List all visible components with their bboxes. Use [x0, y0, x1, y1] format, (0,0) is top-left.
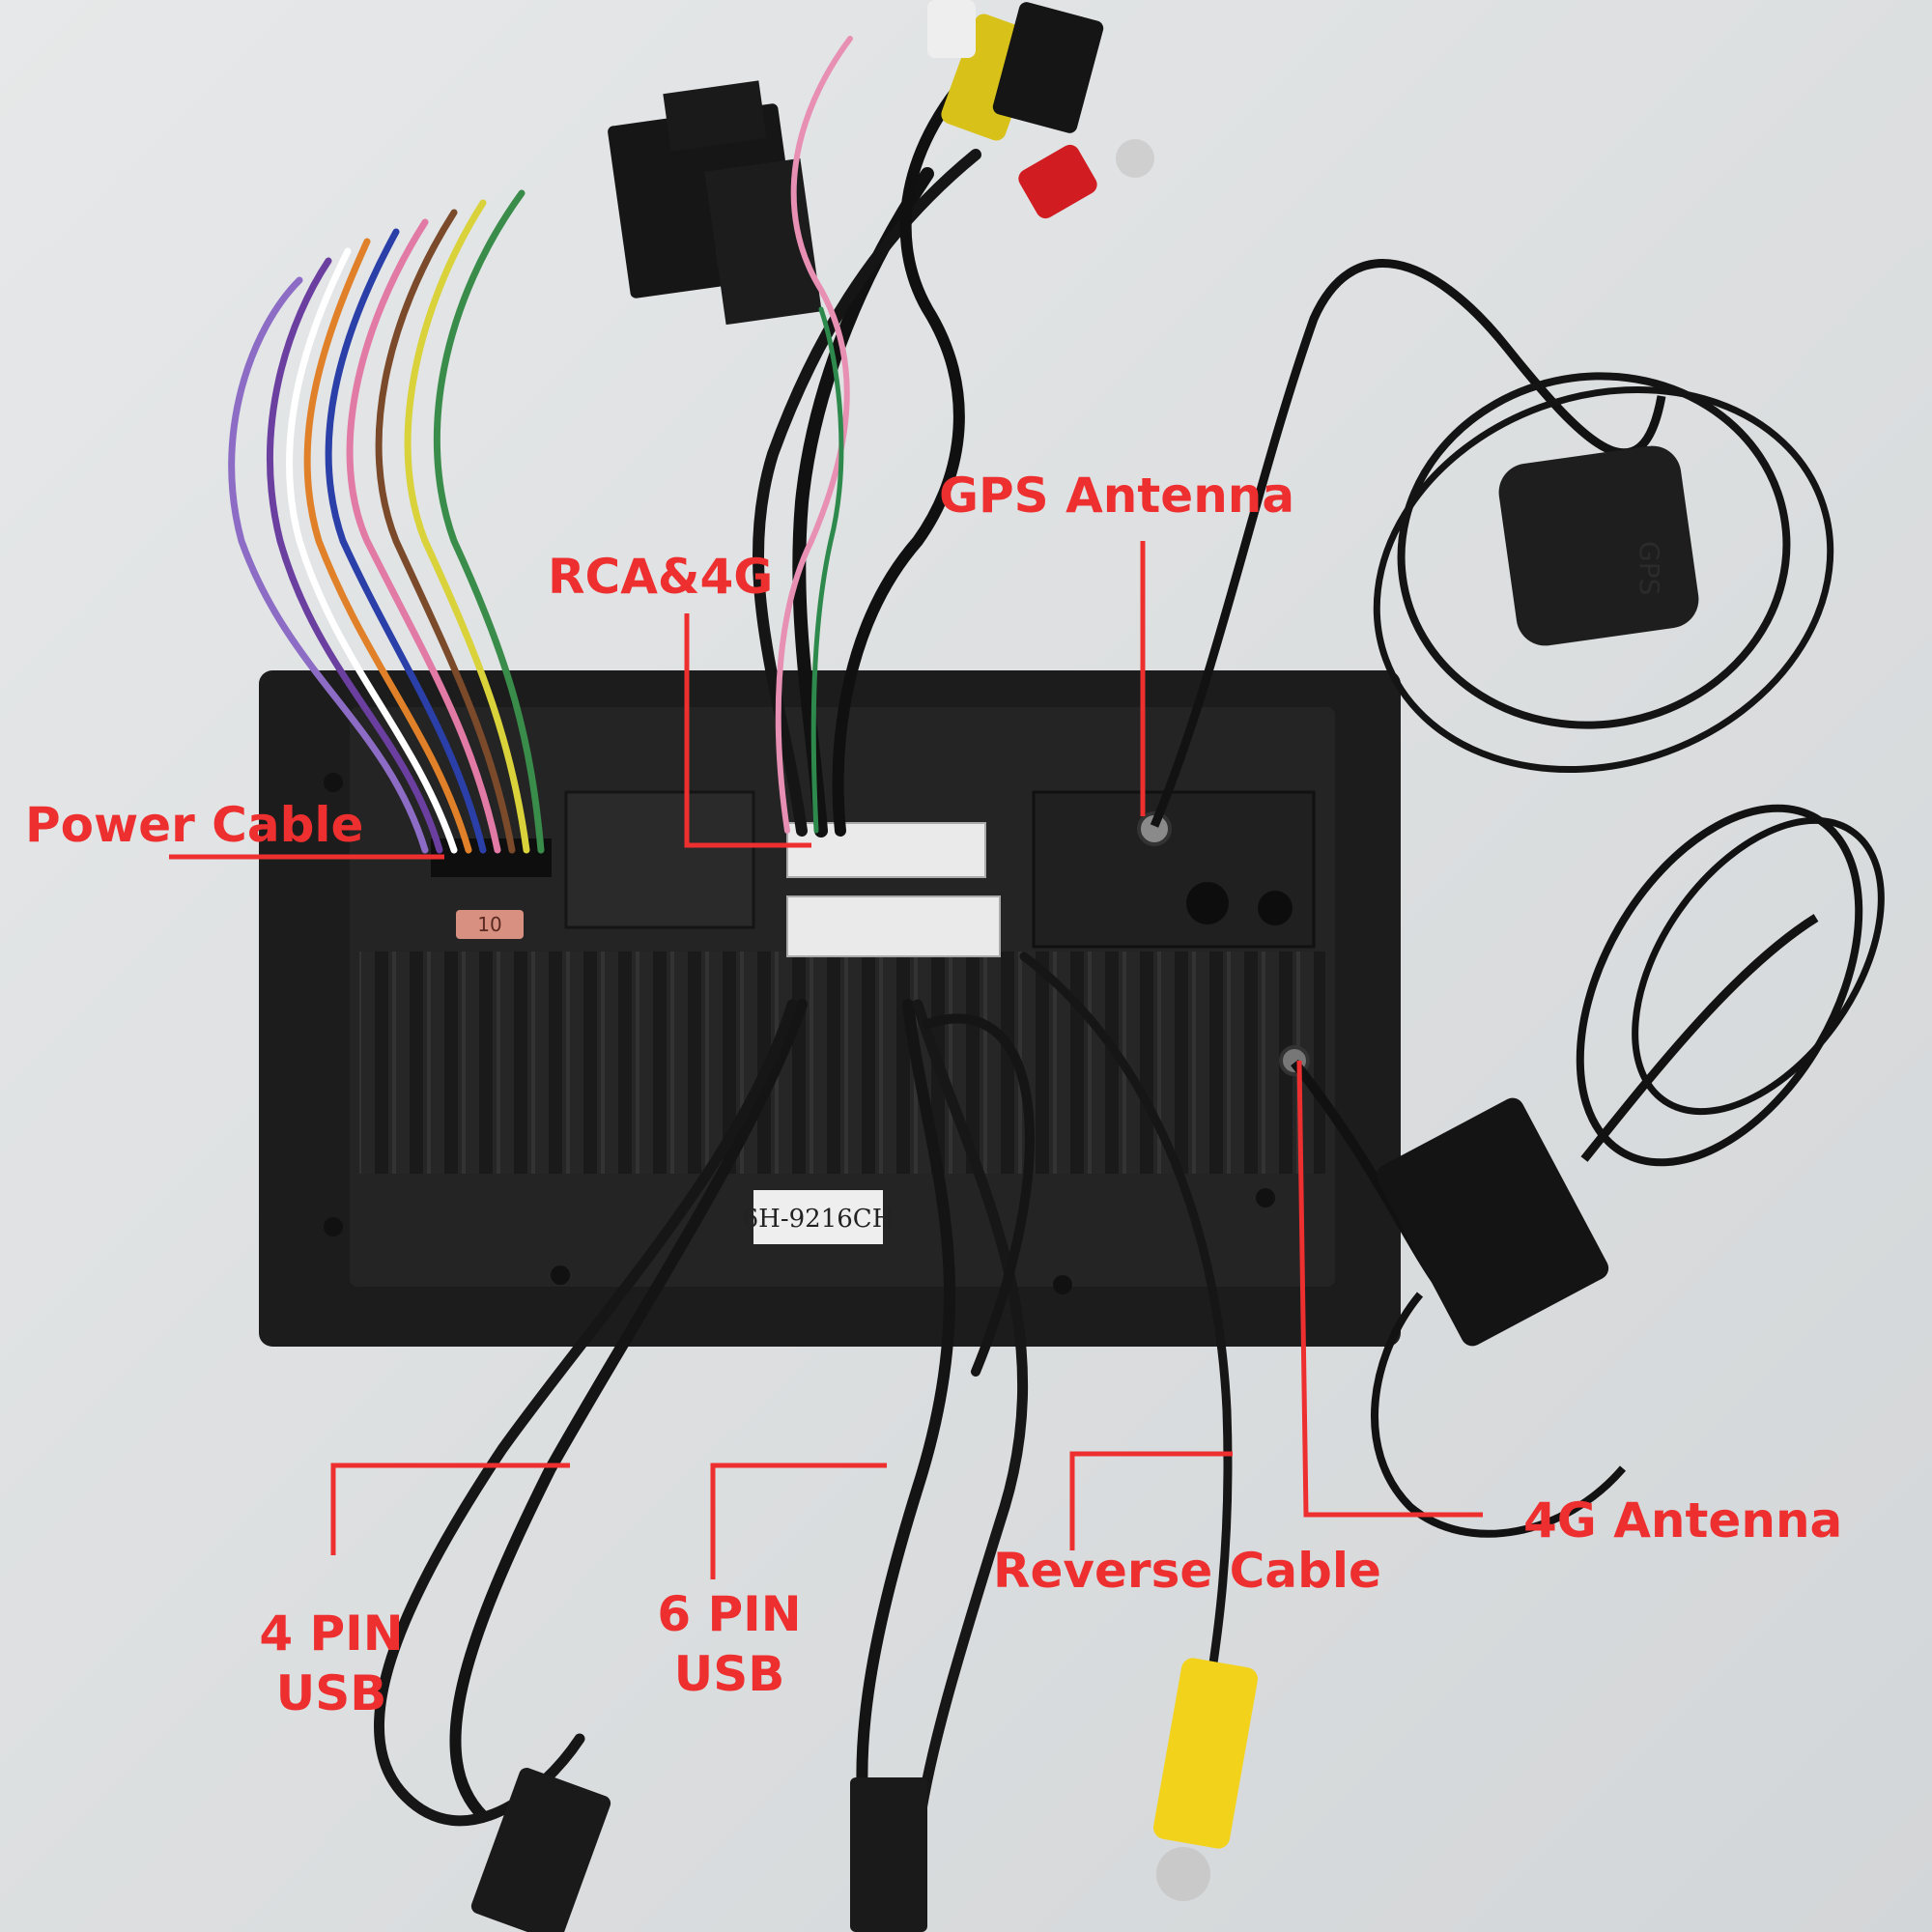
reverse-cable-leader: [1069, 1451, 1233, 1550]
four-pin-usb-label-line1: 4 PIN: [259, 1605, 404, 1662]
six-pin-usb-label-line1: 6 PIN: [657, 1586, 802, 1642]
six-pin-usb-label-line2: USB: [673, 1646, 785, 1702]
rca-plug-red: [1018, 144, 1097, 219]
power-cable-label: Power Cable: [25, 797, 364, 853]
four-pin-usb-label-line2: USB: [275, 1665, 387, 1721]
rca-4g-label: RCA&4G: [548, 549, 774, 605]
gps-puck: [1498, 445, 1699, 646]
fuse-text: 10: [477, 913, 501, 936]
rca-plugs: [927, 0, 1154, 219]
usb-plug-4pin: [470, 1767, 611, 1932]
six-pin-usb-label: 6 PIN USB: [657, 1584, 802, 1704]
reverse-cable-label: Reverse Cable: [993, 1543, 1381, 1599]
fuse: [456, 910, 524, 939]
rca-bundle: [752, 36, 991, 838]
rca-4g-leader: [684, 613, 811, 848]
six-pin-usb-leader: [710, 1463, 887, 1579]
usb-plug-top: [992, 2, 1104, 133]
usb-plug-6pin: [850, 1777, 927, 1932]
four-pin-usb-label: 4 PIN USB: [259, 1604, 404, 1723]
callout-lines: [169, 541, 1483, 1579]
4g-antenna-label: 4G Antenna: [1523, 1492, 1843, 1548]
heatsink-fins: [359, 952, 1325, 1174]
reverse-rca-plug-yellow: [1153, 1658, 1258, 1901]
bottom-cables: [374, 952, 1233, 1861]
gps-socket: [1137, 811, 1172, 846]
iso-connector: [608, 80, 822, 326]
4g-antenna-body: [1376, 1097, 1609, 1347]
power-harness: [228, 189, 545, 854]
rca-plug-white: [927, 0, 976, 58]
four-pin-usb-leader: [330, 1463, 570, 1555]
4g-antenna: [1291, 804, 1885, 1538]
gps-antenna-label: GPS Antenna: [939, 468, 1295, 524]
rca-connector-lower: [786, 895, 1001, 957]
gps-antenna: GPS: [1150, 259, 1834, 828]
model-sticker: [753, 1190, 883, 1244]
model-sticker-text: 6H-9216CH: [743, 1205, 895, 1234]
4g-antenna-leader: [1296, 1060, 1483, 1518]
gps-puck-text: GPS: [1634, 541, 1665, 595]
head-unit-back: 6H-9216CH 10: [259, 670, 1401, 1347]
